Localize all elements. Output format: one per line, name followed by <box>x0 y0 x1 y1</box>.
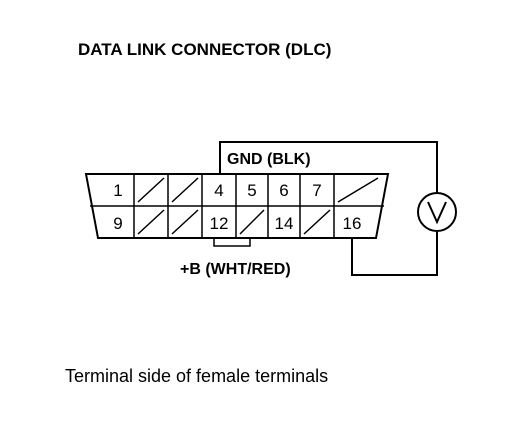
pin-5: 5 <box>247 181 256 200</box>
b-plus-label: +B (WHT/RED) <box>180 261 291 278</box>
pin-4: 4 <box>214 181 223 200</box>
gnd-label: GND (BLK) <box>227 151 311 168</box>
caption: Terminal side of female terminals <box>65 366 328 386</box>
diagram-title: DATA LINK CONNECTOR (DLC) <box>78 40 331 59</box>
pin-16: 16 <box>343 214 362 233</box>
gnd-wire <box>219 141 438 193</box>
dlc-connector <box>84 173 390 247</box>
pin-7: 7 <box>312 181 321 200</box>
pin-14: 14 <box>275 214 294 233</box>
pin-1: 1 <box>113 181 122 200</box>
b-plus-wire <box>351 232 438 276</box>
pin-6: 6 <box>279 181 288 200</box>
voltmeter <box>417 192 457 232</box>
pin-9: 9 <box>113 214 122 233</box>
voltmeter-v-icon <box>427 201 447 225</box>
connector-tab <box>213 238 251 247</box>
pin-12: 12 <box>210 214 229 233</box>
